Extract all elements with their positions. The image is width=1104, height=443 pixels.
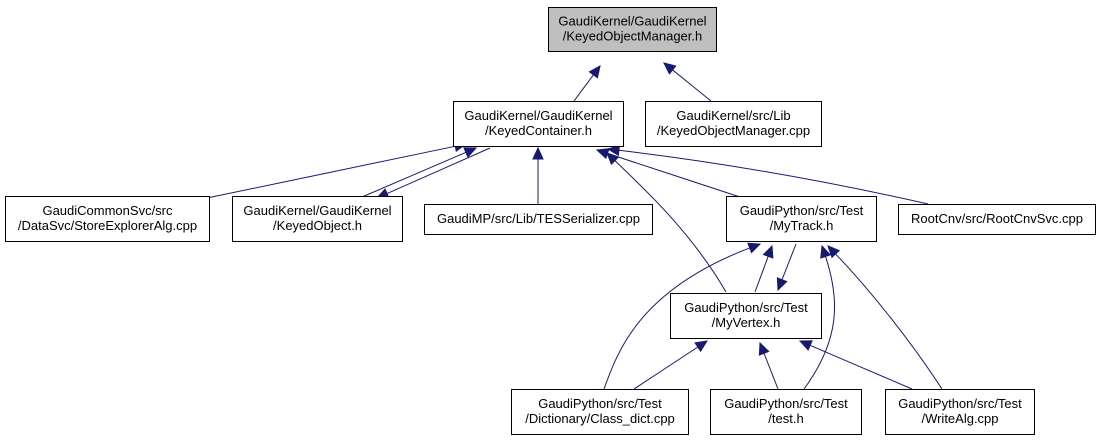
nodes-layer: GaudiKernel/GaudiKernel/KeyedObjectManag…	[5, 7, 1096, 435]
edge-write_alg-to-my_track	[835, 253, 943, 390]
node-label-manager_cpp-line-1: /KeyedObjectManager.cpp	[657, 123, 810, 138]
edge-my_track-to-my_vertex	[780, 243, 797, 282]
arrowhead-manager_cpp-to-root	[663, 62, 677, 75]
edge-root_cnv-to-container	[618, 149, 929, 205]
edge-class_dict-to-my_track	[603, 247, 750, 390]
arrowhead-keyed_object-to-container	[463, 147, 478, 158]
edge-manager_cpp-to-root	[671, 68, 712, 102]
node-box-test_h	[710, 389, 862, 435]
arrowhead-class_dict-to-my_track	[747, 242, 762, 254]
node-label-root-line-1: /KeyedObjectManager.h	[563, 29, 702, 44]
arrowhead-test_h-to-my_track	[820, 244, 832, 259]
node-label-container-line-1: /KeyedContainer.h	[485, 123, 592, 138]
node-label-manager_cpp-line-0: GaudiKernel/src/Lib	[676, 108, 790, 123]
edges-layer	[206, 62, 943, 390]
node-label-write_alg-line-1: /WriteAlg.cpp	[921, 411, 998, 426]
edge-store_explorer-to-container	[206, 145, 456, 199]
node-root[interactable]: GaudiKernel/GaudiKernel/KeyedObjectManag…	[548, 7, 717, 52]
edge-my_track-to-container	[606, 152, 741, 198]
node-box-my_track	[726, 196, 877, 242]
node-box-root	[548, 7, 717, 52]
node-box-container	[453, 101, 624, 147]
arrowhead-my_vertex-to-my_track	[762, 244, 774, 259]
edge-my_vertex-to-container	[614, 160, 727, 293]
node-box-class_dict	[511, 389, 689, 435]
edge-keyed_object-to-container	[361, 151, 467, 198]
node-test_h[interactable]: GaudiPython/src/Test/test.h	[710, 389, 862, 435]
arrowhead-container-to-root	[588, 65, 601, 79]
node-box-keyed_object	[232, 196, 403, 242]
arrowhead-write_alg-to-my_track	[827, 245, 841, 259]
node-label-store_explorer-line-1: /DataSvc/StoreExplorerAlg.cpp	[18, 218, 197, 233]
edge-class_dict-to-my_vertex	[633, 346, 699, 390]
node-class_dict[interactable]: GaudiPython/src/Test/Dictionary/Class_di…	[511, 389, 689, 435]
node-box-write_alg	[885, 389, 1035, 435]
edge-my_vertex-to-my_track	[754, 254, 770, 293]
node-label-keyed_object-line-0: GaudiKernel/GaudiKernel	[243, 203, 391, 218]
node-tes_serializer[interactable]: GaudiMP/src/Lib/TESSerializer.cpp	[424, 204, 653, 235]
node-manager_cpp[interactable]: GaudiKernel/src/Lib/KeyedObjectManager.c…	[645, 101, 822, 147]
node-container[interactable]: GaudiKernel/GaudiKernel/KeyedContainer.h	[453, 101, 624, 147]
node-label-test_h-line-1: /test.h	[768, 411, 803, 426]
arrowhead-test_h-to-my_vertex	[758, 341, 770, 356]
node-box-manager_cpp	[645, 101, 822, 147]
arrowhead-my_track-to-my_vertex	[776, 277, 788, 292]
edge-test_h-to-my_track	[803, 256, 836, 390]
node-box-store_explorer	[5, 196, 210, 242]
node-root_cnv[interactable]: RootCnv/src/RootCnvSvc.cpp	[898, 204, 1096, 235]
arrowhead-class_dict-to-my_vertex	[694, 340, 709, 353]
arrowhead-my_vertex-to-container	[606, 152, 620, 166]
arrowhead-root_cnv-to-container	[606, 144, 621, 157]
arrowhead-tes_serializer-to-container	[532, 146, 544, 160]
node-label-write_alg-line-0: GaudiPython/src/Test	[898, 396, 1022, 411]
node-label-keyed_object-line-1: /KeyedObject.h	[273, 218, 362, 233]
node-store_explorer[interactable]: GaudiCommonSvc/src/DataSvc/StoreExplorer…	[5, 196, 210, 242]
node-label-store_explorer-line-0: GaudiCommonSvc/src	[42, 203, 173, 218]
node-label-my_vertex-line-0: GaudiPython/src/Test	[684, 300, 808, 315]
node-label-class_dict-line-1: /Dictionary/Class_dict.cpp	[525, 411, 675, 426]
node-box-my_vertex	[670, 293, 822, 339]
node-label-my_track-line-0: GaudiPython/src/Test	[740, 203, 864, 218]
node-label-root_cnv-line-0: RootCnv/src/RootCnvSvc.cpp	[911, 211, 1083, 226]
edge-container-to-keyed_object	[386, 147, 491, 195]
node-keyed_object[interactable]: GaudiKernel/GaudiKernel/KeyedObject.h	[232, 196, 403, 242]
edge-test_h-to-my_vertex	[762, 351, 779, 390]
node-label-my_vertex-line-1: /MyVertex.h	[712, 315, 781, 330]
node-box-tes_serializer	[424, 204, 653, 235]
node-write_alg[interactable]: GaudiPython/src/Test/WriteAlg.cpp	[885, 389, 1035, 435]
node-label-root-line-0: GaudiKernel/GaudiKernel	[558, 14, 706, 29]
arrowhead-write_alg-to-my_vertex	[798, 340, 813, 351]
node-label-container-line-0: GaudiKernel/GaudiKernel	[464, 108, 612, 123]
node-label-test_h-line-0: GaudiPython/src/Test	[724, 396, 848, 411]
node-my_vertex[interactable]: GaudiPython/src/Test/MyVertex.h	[670, 293, 822, 339]
edge-container-to-root	[573, 72, 595, 102]
node-label-class_dict-line-0: GaudiPython/src/Test	[538, 396, 662, 411]
node-my_track[interactable]: GaudiPython/src/Test/MyTrack.h	[726, 196, 877, 242]
node-box-root_cnv	[898, 204, 1096, 235]
edge-write_alg-to-my_vertex	[809, 344, 913, 390]
node-label-tes_serializer-line-0: GaudiMP/src/Lib/TESSerializer.cpp	[437, 211, 640, 226]
node-label-my_track-line-1: /MyTrack.h	[770, 218, 834, 233]
